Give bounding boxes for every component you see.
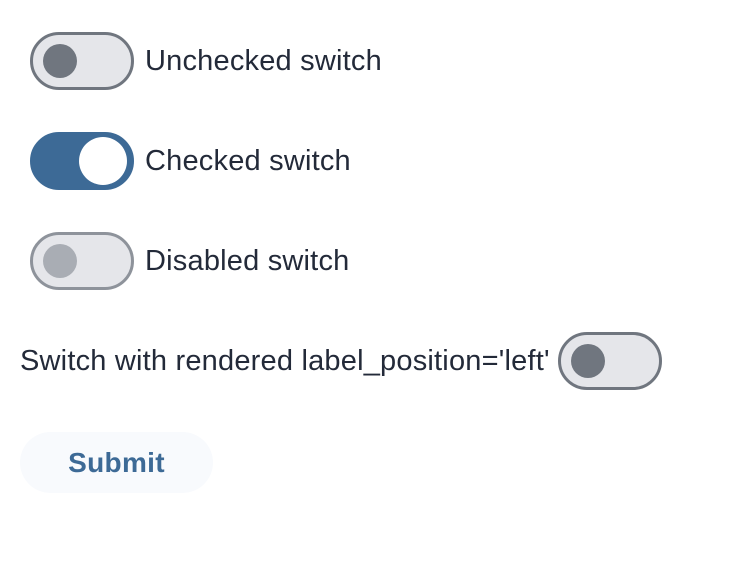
switch-row-unchecked: Unchecked switch (20, 32, 730, 90)
switch-row-label-left: Switch with rendered label_position='lef… (20, 332, 730, 390)
checked-switch[interactable] (30, 132, 134, 190)
switch-thumb (43, 44, 77, 78)
switch-thumb (79, 137, 127, 185)
submit-row: Submit (20, 432, 730, 493)
switch-label: Disabled switch (145, 244, 350, 277)
switch-thumb (570, 344, 605, 378)
label-left-switch[interactable] (557, 332, 662, 390)
switch-thumb (43, 244, 77, 278)
switch-label: Checked switch (145, 144, 351, 177)
switch-label: Unchecked switch (145, 44, 382, 77)
switch-label: Switch with rendered label_position='lef… (20, 344, 550, 377)
switch-row-checked: Checked switch (20, 132, 730, 190)
submit-button[interactable]: Submit (20, 432, 213, 493)
switch-row-disabled: Disabled switch (20, 232, 730, 290)
disabled-switch (30, 232, 134, 290)
unchecked-switch[interactable] (30, 32, 134, 90)
